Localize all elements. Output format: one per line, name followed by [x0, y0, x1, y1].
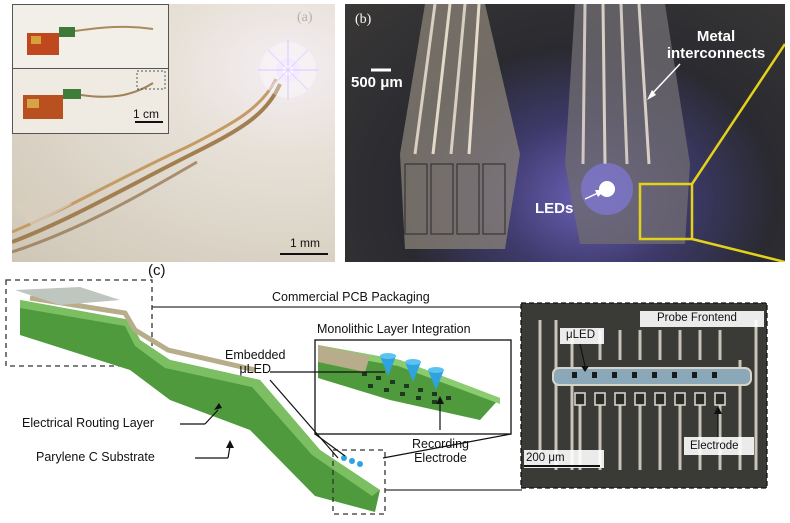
micro-scale-label: 200 μm [526, 452, 565, 464]
substrate-label: Parylene C Substrate [36, 450, 155, 464]
main-scale-label: 1 mm [290, 236, 320, 250]
embedded-line2: μLED [239, 362, 271, 376]
panel-a-photo: 1 cm (a) 1 mm [12, 4, 335, 262]
pcb-packaging-label: Commercial PCB Packaging [272, 290, 430, 304]
uled-micro-label: μLED [566, 329, 595, 341]
panel-a-scene [12, 40, 318, 254]
metal-interconnects-label: Metal interconnects [661, 28, 771, 62]
panel-b-scale-label: 500 μm [351, 74, 403, 91]
panel-c-label: (c) [148, 262, 166, 279]
routing-layer-label: Electrical Routing Layer [22, 416, 155, 430]
inset-bottom-photo: 1 cm [12, 68, 169, 134]
embedded-uled-label: Embedded μLED [225, 348, 285, 376]
recording-line1: Recording [412, 437, 469, 451]
inset-top-photo [12, 4, 169, 70]
panel-b-photo: (b) 500 μm Metal interconnects LEDs [345, 4, 785, 262]
inset-scale-label: 1 cm [133, 107, 160, 121]
embedded-line1: Embedded [225, 348, 286, 362]
panel-b-label: (b) [355, 12, 372, 27]
metal-label-line2: interconnects [666, 45, 766, 62]
main-scale-bar [280, 253, 328, 255]
panel-a-label: (a) [297, 10, 313, 25]
panel-b-scene [371, 4, 785, 262]
recording-line2: Electrode [414, 451, 467, 465]
leds-label: LEDs [535, 200, 574, 217]
metal-label-line1: Metal [696, 28, 736, 45]
electrode-micro-label: Electrode [690, 440, 739, 452]
recording-electrode-label: Recording Electrode [412, 437, 469, 465]
monolithic-label: Monolithic Layer Integration [317, 322, 471, 336]
probe-frontend-label: Probe Frontend [657, 312, 737, 324]
